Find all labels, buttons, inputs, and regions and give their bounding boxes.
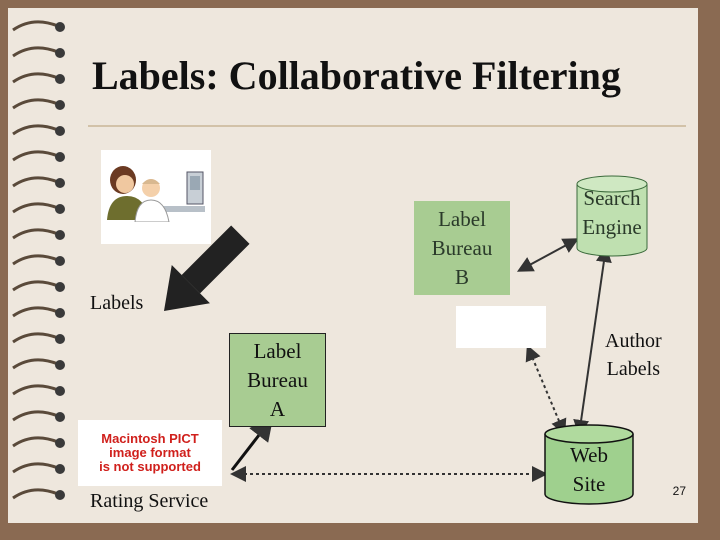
web-site-line-1: Web (570, 443, 608, 467)
label-bureau-a-line-3: A (269, 396, 286, 421)
web-site-line-2: Site (572, 472, 606, 496)
slide-title: Labels: Collaborative Filtering (92, 53, 621, 98)
pict-placeholder-image: Macintosh PICT image format is not suppo… (78, 420, 222, 486)
label-bureau-b-line-2: Bureau (431, 235, 493, 260)
blank-box (456, 306, 546, 348)
web-site-label: Web Site (543, 440, 635, 500)
search-engine-cylinder (576, 175, 648, 257)
label-bureau-b-box: Label Bureau B (414, 201, 510, 295)
labels-text: Labels (90, 292, 144, 314)
search-engine-label: Search Engine (575, 184, 649, 242)
users-at-computer-image (101, 150, 211, 244)
title-divider (88, 125, 686, 127)
search-engine-line-2: Engine (582, 215, 642, 239)
pict-placeholder-line-1: Macintosh PICT (101, 431, 199, 446)
label-bureau-a-line-2: Bureau (247, 367, 308, 392)
label-bureau-a-box: Label Bureau A (229, 333, 326, 427)
label-bureau-a-line-1: Label (253, 338, 302, 363)
author-labels-line-2: Labels (606, 358, 660, 380)
rating-service-text: Rating Service (90, 490, 209, 512)
page-number: 27 (672, 484, 686, 498)
pict-placeholder-line-3: is not supported (99, 459, 201, 474)
label-bureau-b-line-3: B (454, 264, 469, 289)
spiral-binding (12, 20, 65, 500)
pict-placeholder-line-2: image format (109, 445, 191, 460)
big-down-arrow (163, 225, 250, 312)
author-labels-text: Author Labels (605, 327, 662, 383)
web-site-cylinder (544, 424, 634, 505)
search-engine-line-1: Search (583, 186, 641, 210)
author-labels-line-1: Author (605, 330, 662, 352)
label-bureau-b-line-1: Label (438, 206, 486, 231)
